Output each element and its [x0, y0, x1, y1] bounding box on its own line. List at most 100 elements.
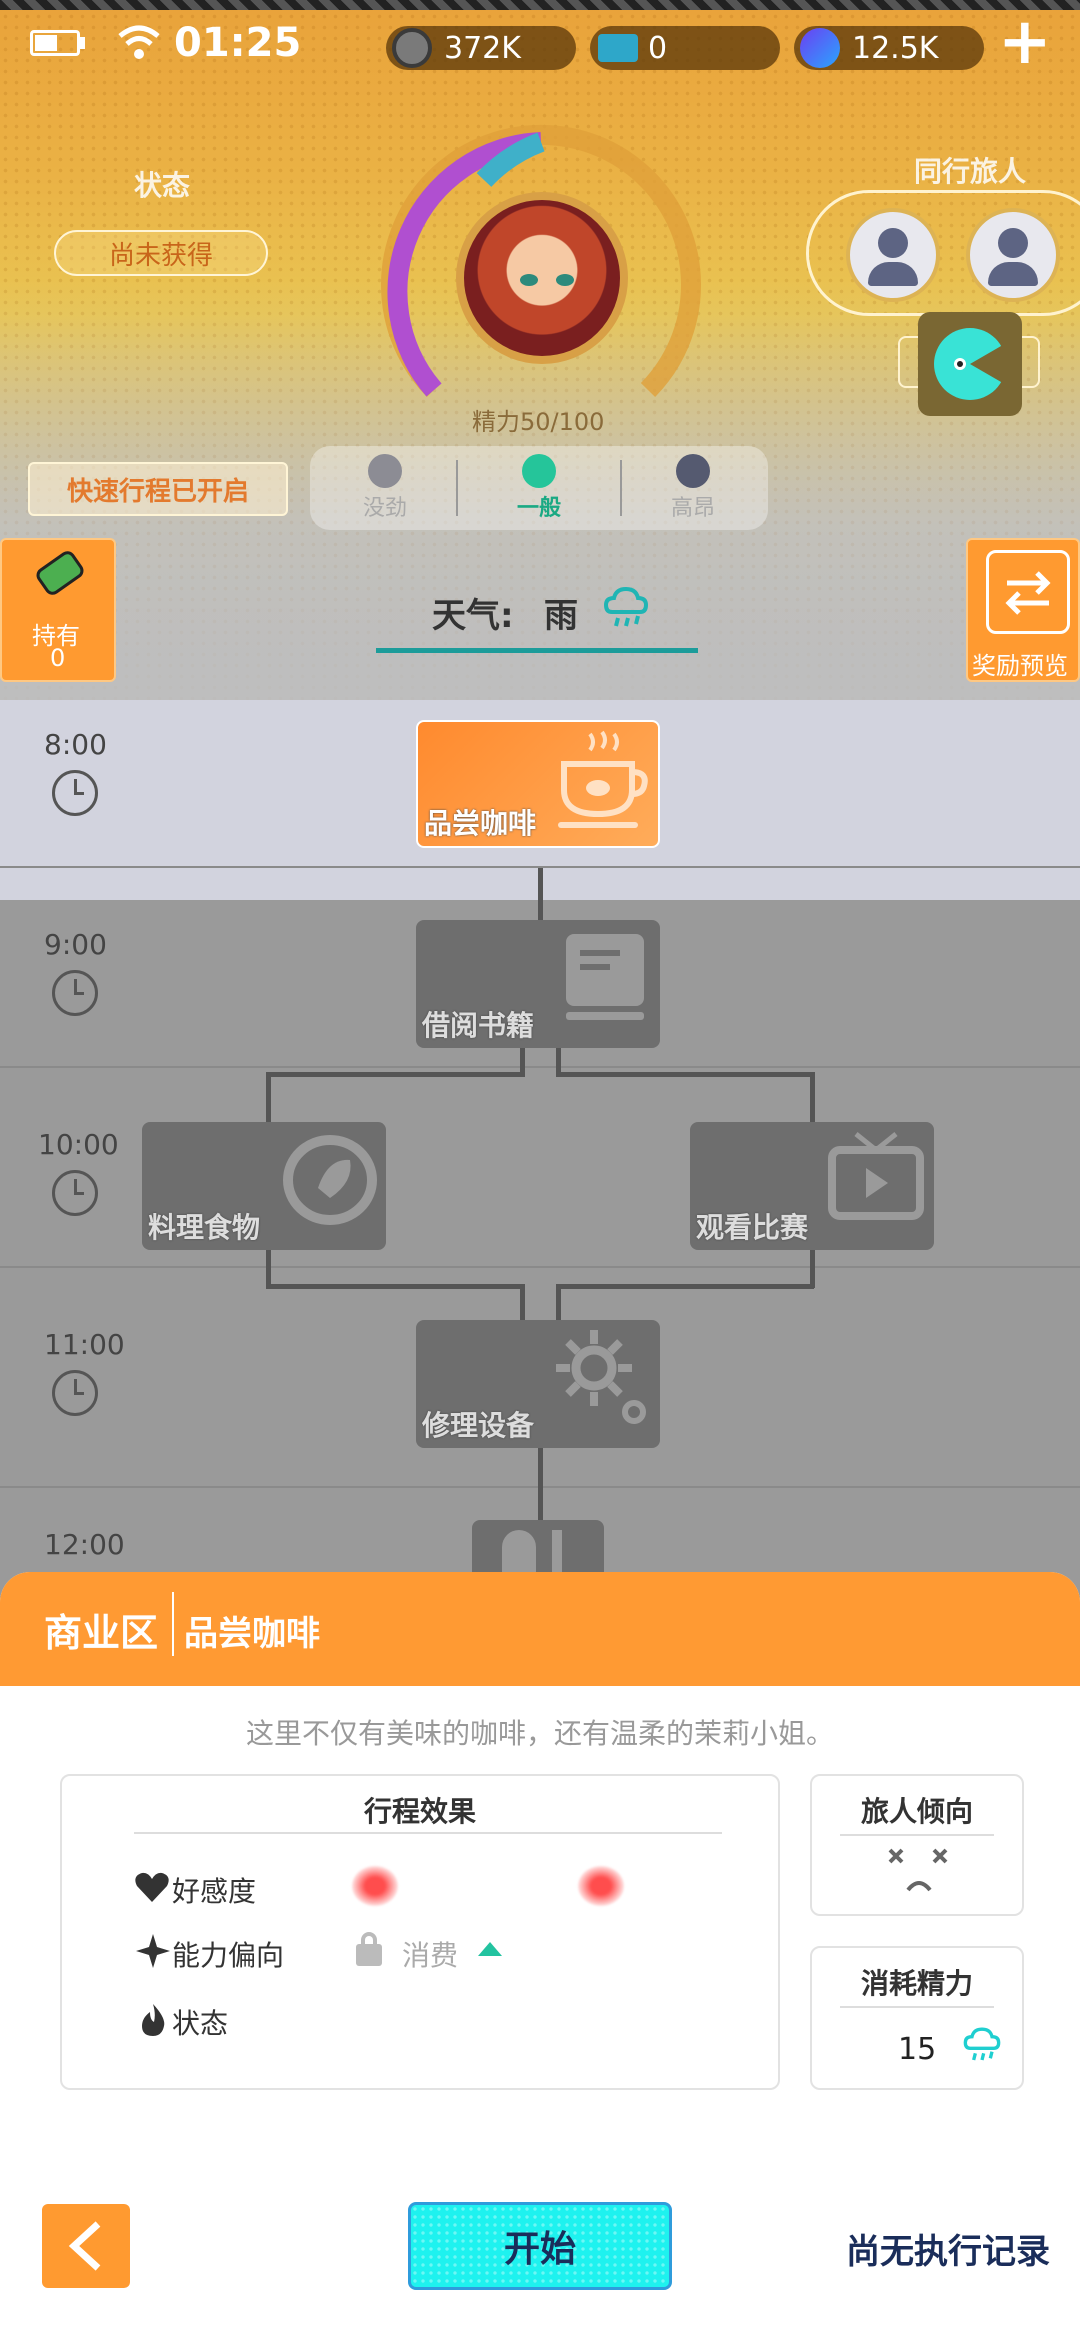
heart-icon [135, 1872, 169, 1902]
effects-box: 行程效果 好感度 能力偏向 消费 状态 [60, 1774, 780, 2090]
swap-icon [986, 550, 1070, 634]
activity-label: 品尝咖啡 [424, 807, 537, 840]
activity-cooking[interactable]: 料理食物 [142, 1122, 386, 1250]
start-button[interactable]: 开始 [408, 2202, 672, 2290]
tendency-title: 旅人倾向 [860, 1795, 973, 1828]
lock-shackle [361, 1932, 377, 1948]
companions-label: 同行旅人 [914, 155, 1027, 188]
coin-value: 372K [444, 30, 521, 66]
time-label: 11:00 [44, 1328, 125, 1361]
tv-icon [828, 1132, 924, 1220]
companion-slot-1[interactable] [846, 208, 940, 302]
schedule-area: 8:00 9:00 10:00 11:00 12:00 品尝咖啡 借阅书籍 料理… [0, 700, 1080, 1600]
user-icon-body [868, 262, 918, 286]
avatar-eyes [520, 274, 538, 286]
weather-underline [376, 648, 698, 653]
schedule-row-10 [0, 1066, 1080, 1266]
chevron-left-icon [68, 2221, 101, 2271]
clock-icon [52, 1370, 98, 1416]
held-items-button[interactable]: 持有 0 [0, 538, 116, 682]
sad-face-icon [368, 454, 402, 488]
cost-title: 消耗精力 [860, 1967, 973, 2000]
connector [538, 1448, 543, 1520]
time-label: 9:00 [44, 928, 107, 961]
chat-icon[interactable] [918, 312, 1022, 416]
execution-record-link[interactable]: 尚无执行记录 [846, 2232, 1050, 2272]
coin-counter[interactable]: 372K [386, 26, 576, 70]
user-icon [998, 228, 1028, 258]
mood-selector: 没劲 一般 高昂 [310, 446, 768, 530]
connector [556, 1048, 561, 1076]
reward-preview-label: 奖励预览 [972, 652, 1068, 680]
up-arrow-icon [478, 1942, 502, 1956]
ticket-value: 0 [648, 30, 668, 66]
activity-label: 料理食物 [148, 1211, 261, 1244]
schedule-row-9 [0, 866, 1080, 1066]
activity-coffee[interactable]: 品尝咖啡 [416, 720, 660, 848]
activity-label: 修理设备 [422, 1409, 535, 1442]
avatar[interactable] [456, 192, 628, 364]
effects-divider [134, 1832, 722, 1834]
effects-title: 行程效果 [363, 1795, 476, 1828]
clock-icon [52, 970, 98, 1016]
coin-icon [392, 28, 432, 68]
activity-repair[interactable]: 修理设备 [416, 1320, 660, 1448]
activity-description: 这里不仅有美味的咖啡，还有温柔的茉莉小姐。 [245, 1717, 834, 1750]
connector [266, 1072, 271, 1122]
panel-header: 商业区 品尝咖啡 [0, 1572, 1080, 1686]
fast-travel-badge: 快速行程已开启 [28, 462, 288, 516]
ticket-icon [598, 34, 638, 62]
cost-value: 15 [898, 2032, 937, 2067]
mood-high-label: 高昂 [670, 496, 715, 521]
reward-preview-button[interactable]: 奖励预览 [966, 538, 1080, 682]
clock-icon [52, 770, 98, 816]
dizzy-face-icon [888, 1848, 948, 1892]
battery-icon [30, 30, 80, 56]
cost-divider [840, 2006, 994, 2008]
top-stripe [0, 0, 1080, 10]
held-count: 0 [50, 644, 66, 672]
activity-books[interactable]: 借阅书籍 [416, 920, 660, 1048]
crystal-counter[interactable]: 12.5K [794, 26, 984, 70]
weather-tab[interactable]: 天气: 雨 [376, 574, 698, 654]
connector [556, 1284, 561, 1320]
sushi-icon [283, 1135, 377, 1225]
broken-heart-icon [352, 1866, 398, 1906]
back-button[interactable] [42, 2204, 130, 2288]
mood-divider [456, 460, 458, 516]
book-icon [566, 934, 644, 1020]
companion-slot-2[interactable] [966, 208, 1060, 302]
add-icon[interactable]: + [998, 5, 1052, 79]
crystal-icon [800, 28, 840, 68]
mood-low[interactable]: 没劲 [310, 446, 460, 530]
flame-icon [142, 2004, 165, 2036]
lock-icon [356, 1944, 382, 1966]
fork-icon [552, 1530, 562, 1600]
activity-watch-match[interactable]: 观看比赛 [690, 1122, 934, 1250]
connector [810, 1072, 815, 1122]
clock-time: 01:25 [174, 20, 302, 66]
weather-label: 天气: [432, 596, 514, 636]
battery-tip [80, 37, 85, 49]
tendency-divider [840, 1834, 994, 1836]
mood-normal-label: 一般 [516, 496, 561, 521]
mood-divider [620, 460, 622, 516]
mood-high[interactable]: 高昂 [618, 446, 768, 530]
avatar-eyes [556, 274, 574, 286]
mood-low-label: 没劲 [362, 496, 407, 521]
time-label: 12:00 [44, 1528, 125, 1561]
crystal-value: 12.5K [852, 30, 939, 66]
mood-normal[interactable]: 一般 [464, 446, 614, 530]
affinity-label: 好感度 [172, 1875, 257, 1908]
connector [520, 1284, 525, 1320]
connector [520, 1048, 525, 1076]
ticket-counter[interactable]: 0 [590, 26, 780, 70]
wifi-icon [116, 22, 162, 62]
coffee-cup-icon [558, 730, 648, 828]
energy-cost-box: 消耗精力 15 [810, 1946, 1024, 2090]
heart-person-icon [578, 1866, 624, 1906]
connector [266, 1072, 525, 1077]
energy-gauge [381, 124, 701, 397]
state-value: 尚未获得 [54, 230, 268, 276]
time-label: 10:00 [38, 1128, 119, 1161]
